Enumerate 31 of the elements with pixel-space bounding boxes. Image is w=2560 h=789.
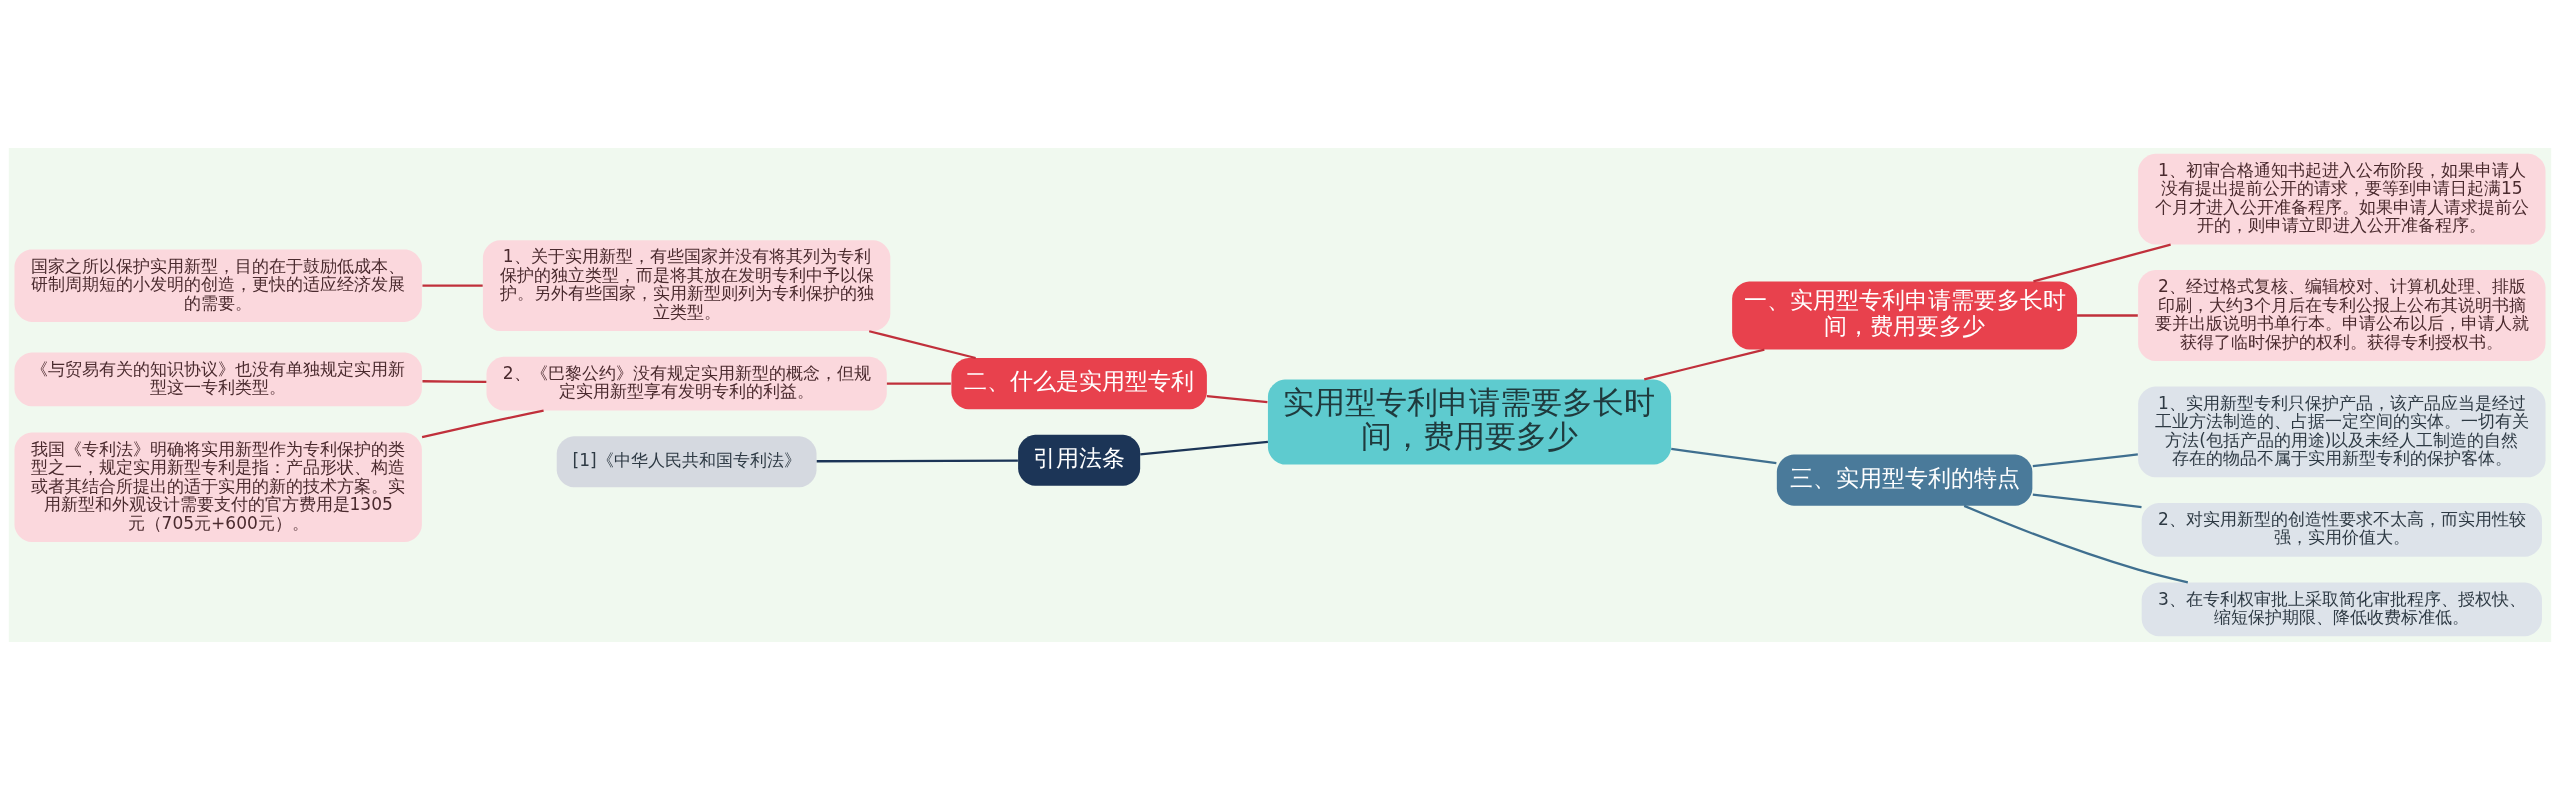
connector xyxy=(816,458,1018,462)
connector xyxy=(2032,493,2142,508)
connector xyxy=(2033,243,2171,282)
connector xyxy=(421,409,544,438)
node-box: 我国《专利法》明确将实用新型作为专利保护的类型之一，规定实用新型专利是指：产品形状、构造或者其结合所提出的适于实用的新的技术方案。实用新型和外观设计需要支付的官方费用是1305元（705元+600元）。 xyxy=(14,432,422,542)
node-box: 1、实用新型专利只保护产品，该产品应当是经过工业方法制造的、占据一定空间的实体。一切有关方法(包括产品的用途)以及未经人工制造的自然存在的物品不属于实用新型专利的保护客体。 xyxy=(2138,386,2546,477)
node-box: 1、初审合格通知书起进入公布阶段，如果申请人没有提出提前公开的请求，要等到申请日起满15个月才进入公开准备程序。如果申请人请求提前公开的，则申请立即进入公开准备程序。 xyxy=(2138,153,2546,245)
node-box: [1]《中华人民共和国专利法》 xyxy=(556,435,817,487)
connector xyxy=(422,379,487,383)
connector xyxy=(1643,348,1765,380)
connector xyxy=(422,284,483,287)
connector xyxy=(1963,504,2189,583)
node-box: 3、在专利权审批上采取简化审批程序、授权快、缩短保护期限、降低收费标准低。 xyxy=(2141,581,2542,636)
connector xyxy=(1206,394,1268,403)
node-box: 1、关于实用新型，有些国家并没有将其列为专利保护的独立类型，而是将其放在发明专利中予以保护。另外有些国家，实用新型则列为专利保护的独立类型。 xyxy=(482,239,891,331)
connector xyxy=(1671,447,1777,464)
node-box: 《与贸易有关的知识协议》也没有单独规定实用新型这一专利类型。 xyxy=(14,351,422,406)
connector xyxy=(2032,452,2138,467)
node-box: 2、对实用新型的创造性要求不太高，而实用性较强，实用价值大。 xyxy=(2141,502,2542,557)
node-box: 国家之所以保护实用新型，目的在于鼓励低成本、研制周期短的小发明的创造，更快的适应经济发展的需要。 xyxy=(14,249,422,322)
node-box: 实用型专利申请需要多长时间，费用要多少 xyxy=(1267,378,1672,465)
node-box: 2、《巴黎公约》没有规定实用新型的概念，但规定实用新型享有发明专利的利益。 xyxy=(486,356,887,411)
node-box: 三、实用型专利的特点 xyxy=(1776,454,2033,506)
node-box: 2、经过格式复核、编辑校对、计算机处理、排版印刷，大约3个月后在专利公报上公布其说明书摘要并出版说明书单行本。申请公布以后，申请人就获得了临时保护的权利。获得专利授权书。 xyxy=(2138,269,2546,361)
node-box: 一、实用型专利申请需要多长时间，费用要多少 xyxy=(1732,280,2078,350)
connector xyxy=(886,382,951,385)
node-box: 二、什么是实用型专利 xyxy=(951,357,1207,409)
connector xyxy=(1140,440,1268,455)
node-box: 引用法条 xyxy=(1018,434,1141,486)
connector xyxy=(868,329,976,359)
connector xyxy=(2077,313,2138,317)
